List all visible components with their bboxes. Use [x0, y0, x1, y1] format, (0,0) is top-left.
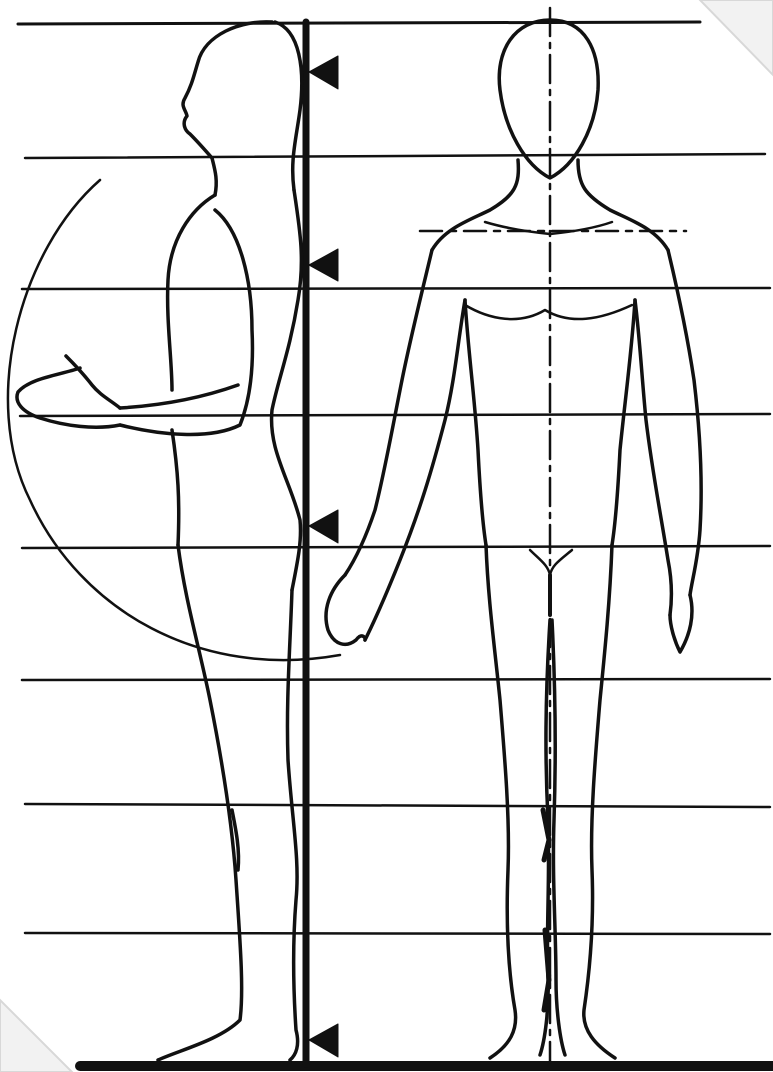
- guide-line-thigh: [22, 679, 770, 680]
- plumb-arrows: [309, 56, 338, 1057]
- plumb-arrow-shoulder: [309, 249, 338, 281]
- plumb-arrow-ankle: [309, 1024, 338, 1057]
- plumb-arrow-ear: [309, 56, 338, 89]
- side-view: [17, 22, 302, 1060]
- guide-line-head-top: [18, 22, 700, 24]
- guide-line-knee: [25, 804, 770, 807]
- front-view: [326, 20, 701, 1058]
- plumb-arrow-hip: [309, 510, 338, 543]
- guide-line-calf: [25, 933, 770, 934]
- guide-line-crotch: [22, 546, 770, 548]
- guide-line-chin: [25, 154, 765, 158]
- guide-lines: [18, 22, 773, 1066]
- guide-line-chest: [22, 288, 770, 289]
- top-right-corner-fold: [700, 0, 773, 75]
- bottom-left-corner-fold: [0, 1000, 72, 1072]
